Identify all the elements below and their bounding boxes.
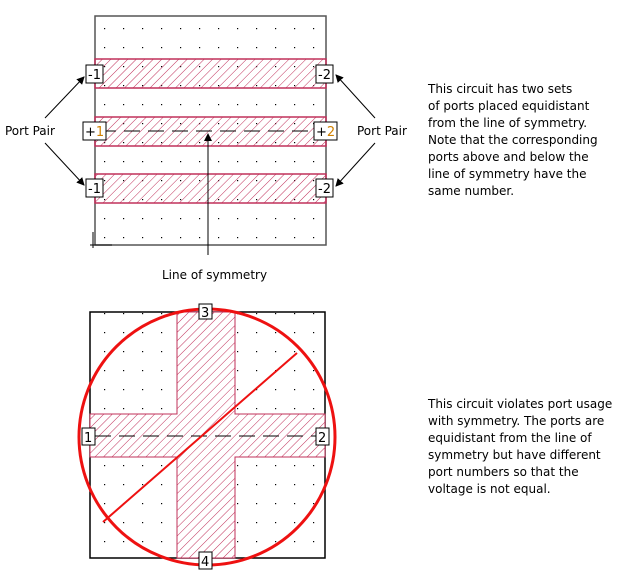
description-line: same number. xyxy=(428,184,514,198)
description-line: symmetry but have different xyxy=(428,448,601,462)
port-pair-right-label: Port Pair xyxy=(357,124,407,138)
top-description: This circuit has two sets of ports place… xyxy=(427,82,598,198)
description-line: ports above and below the xyxy=(428,150,589,164)
port-right-bot: -2 xyxy=(318,182,331,197)
description-line: Note that the corresponding xyxy=(428,133,598,147)
port-1: 1 xyxy=(84,431,92,446)
bottom-circuit: 1 2 3 4 This circuit violates port usage… xyxy=(77,303,612,570)
description-line: equidistant from the line of xyxy=(428,431,592,445)
svg-text:+1: +1 xyxy=(85,125,104,140)
description-line: port numbers so that the xyxy=(428,465,579,479)
description-line: of ports placed equidistant xyxy=(428,99,590,113)
description-line: from the line of symmetry. xyxy=(428,116,587,130)
port-3: 3 xyxy=(201,306,209,321)
port-left-top: -1 xyxy=(88,68,101,83)
axis-icon xyxy=(90,232,112,248)
prohibited-slash xyxy=(102,352,298,523)
port-left-mid-num: 1 xyxy=(96,125,104,140)
bottom-description: This circuit violates port usage with sy… xyxy=(427,397,612,496)
description-line: This circuit violates port usage xyxy=(427,397,612,411)
port-4: 4 xyxy=(201,555,209,570)
line-of-symmetry-label: Line of symmetry xyxy=(162,268,267,282)
port-right-mid-num: 2 xyxy=(327,125,335,140)
port-right-mid-sign: + xyxy=(316,125,327,140)
port-left-bot: -1 xyxy=(88,182,101,197)
port-right-top: -2 xyxy=(318,68,331,83)
description-line: This circuit has two sets xyxy=(427,82,572,96)
description-line: line of symmetry have the xyxy=(428,167,586,181)
port-2: 2 xyxy=(318,431,326,446)
top-circuit: -1 -2 +1 +2 -1 -2 Port Pair Port Pair Li… xyxy=(5,15,598,282)
bottom-strip xyxy=(94,173,327,204)
port-pair-left-label: Port Pair xyxy=(5,124,55,138)
port-left-mid-sign: + xyxy=(85,125,96,140)
top-strip xyxy=(94,58,327,89)
description-line: with symmetry. The ports are xyxy=(428,414,604,428)
port-labels: -1 -2 +1 +2 -1 -2 xyxy=(82,64,338,198)
description-line: voltage is not equal. xyxy=(428,482,551,496)
svg-text:+2: +2 xyxy=(316,125,335,140)
